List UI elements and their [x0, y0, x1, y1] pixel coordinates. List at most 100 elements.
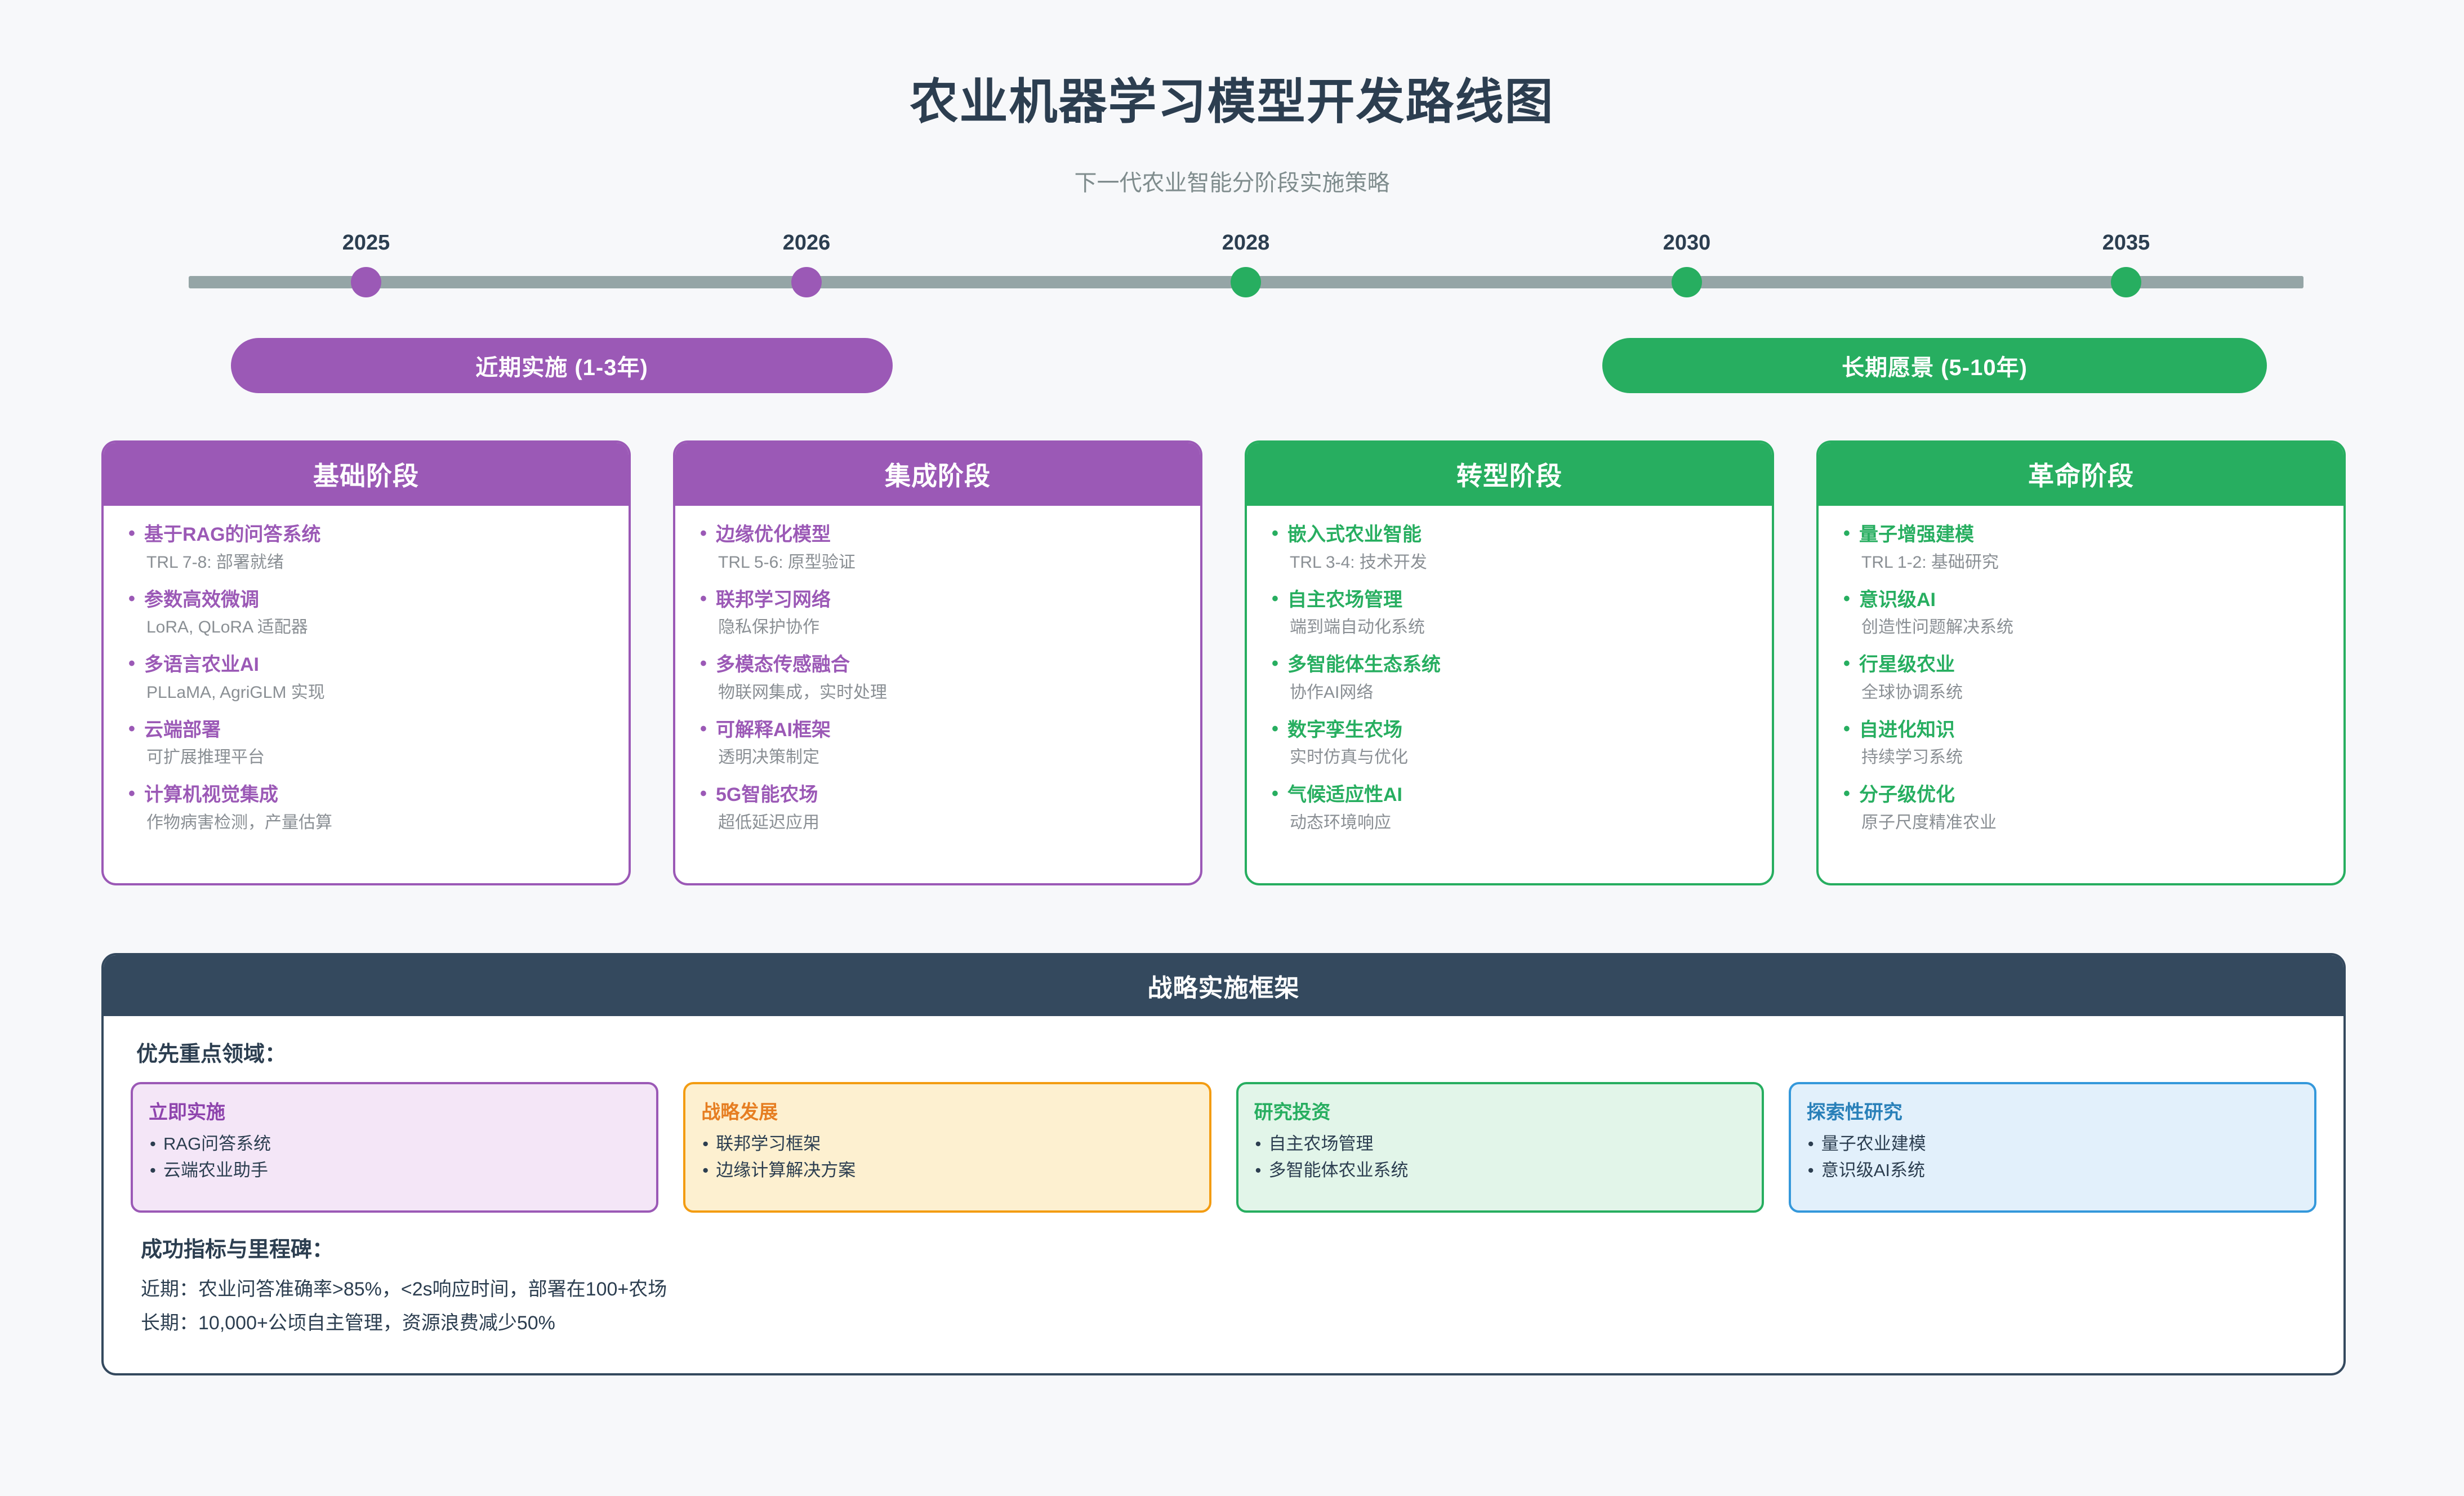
phase-pill[interactable]: 近期实施 (1-3年) — [231, 338, 893, 393]
phase-item-title: 基于RAG的问答系统 — [125, 522, 607, 547]
timeline-marker-dot[interactable] — [791, 267, 822, 297]
priority-box-title: 研究投资 — [1254, 1102, 1331, 1123]
phase-item-subtitle: 端到端自动化系统 — [1290, 618, 1425, 636]
phase-item: 基于RAG的问答系统 TRL 7-8: 部署就绪 — [125, 522, 607, 573]
priority-box-item: 自主农场管理 — [1254, 1131, 1746, 1157]
phase-item-title: 可解释AI框架 — [697, 717, 1179, 742]
phase-item-title: 自进化知识 — [1840, 717, 2322, 742]
phase-item-subtitle: 协作AI网络 — [1290, 683, 1374, 702]
phase-item-title: 多模态传感融合 — [697, 652, 1179, 677]
priority-box-item: RAG问答系统 — [149, 1131, 640, 1157]
phase-item-title: 行星级农业 — [1840, 652, 2322, 677]
metrics-line: 近期：农业问答准确率>85%，<2s响应时间，部署在100+农场 — [141, 1279, 667, 1300]
phase-item: 意识级AI 创造性问题解决系统 — [1840, 587, 2322, 639]
phase-item-title: 分子级优化 — [1840, 782, 2322, 807]
phase-item-title: 云端部署 — [125, 717, 607, 742]
phase-item-subtitle: 全球协调系统 — [1861, 683, 1963, 702]
phase-card-title: 转型阶段 — [1247, 443, 1772, 506]
phase-item-title: 边缘优化模型 — [697, 522, 1179, 547]
phase-item-title: 自主农场管理 — [1268, 587, 1750, 612]
phase-item-title: 多智能体生态系统 — [1268, 652, 1750, 677]
timeline-year-label: 2035 — [2102, 231, 2150, 255]
phase-item-title: 量子增强建模 — [1840, 522, 2322, 547]
phase-item-subtitle: PLLaMA, AgriGLM 实现 — [146, 683, 325, 702]
timeline-marker-dot[interactable] — [1672, 267, 1702, 297]
phase-item-title: 计算机视觉集成 — [125, 782, 607, 807]
phase-item-title: 5G智能农场 — [697, 782, 1179, 807]
phase-card[interactable]: 革命阶段量子增强建模 TRL 1-2: 基础研究意识级AI 创造性问题解决系统行星级… — [1816, 440, 2346, 885]
strategic-framework-panel: 战略实施框架 优先重点领域： 立即实施RAG问答系统云端农业助手战略发展联邦学习… — [101, 953, 2346, 1375]
phase-item-title: 多语言农业AI — [125, 652, 607, 677]
metrics-line: 长期：10,000+公顷自主管理，资源浪费减少50% — [141, 1312, 555, 1334]
phase-item-title: 气候适应性AI — [1268, 782, 1750, 807]
phase-item-title: 意识级AI — [1840, 587, 2322, 612]
phase-item: 量子增强建模 TRL 1-2: 基础研究 — [1840, 522, 2322, 573]
phase-item-subtitle: 创造性问题解决系统 — [1861, 618, 2013, 636]
phase-item-subtitle: TRL 1-2: 基础研究 — [1861, 553, 1999, 572]
priority-box-title: 立即实施 — [149, 1102, 225, 1123]
phase-card-title: 基础阶段 — [104, 443, 629, 506]
timeline-year-label: 2028 — [1222, 231, 1270, 255]
priority-box-item: 量子农业建模 — [1807, 1131, 2298, 1157]
phase-card-body: 量子增强建模 TRL 1-2: 基础研究意识级AI 创造性问题解决系统行星级农业全球… — [1819, 506, 2343, 834]
phase-item-subtitle: 实时仿真与优化 — [1290, 748, 1408, 767]
timeline-marker-dot[interactable] — [1231, 267, 1261, 297]
priority-box-item: 意识级AI系统 — [1807, 1157, 2298, 1184]
phase-item-subtitle: 透明决策制定 — [718, 748, 819, 767]
phase-item-subtitle: 持续学习系统 — [1861, 748, 1963, 767]
metrics-lines: 近期：农业问答准确率>85%，<2s响应时间，部署在100+农场长期：10,00… — [141, 1273, 2343, 1340]
success-metrics: 成功指标与里程碑： 近期：农业问答准确率>85%，<2s响应时间，部署在100+… — [104, 1213, 2343, 1340]
phase-card-body: 边缘优化模型 TRL 5-6: 原型验证联邦学习网络隐私保护协作多模态传感融合物联… — [675, 506, 1200, 834]
phase-item-subtitle: 可扩展推理平台 — [146, 748, 265, 767]
phase-card-title: 集成阶段 — [675, 443, 1200, 506]
priority-box[interactable]: 立即实施 RAG问答系统云端农业助手 — [131, 1082, 659, 1213]
phase-item-subtitle: 隐私保护协作 — [718, 618, 819, 636]
priority-box-item: 云端农业助手 — [149, 1157, 640, 1184]
phase-card-title: 革命阶段 — [1819, 443, 2343, 506]
priority-box[interactable]: 战略发展联邦学习框架边缘计算解决方案 — [683, 1082, 1211, 1213]
phase-item: 多语言农业AI PLLaMA, AgriGLM 实现 — [125, 652, 607, 704]
phase-item-title: 嵌入式农业智能 — [1268, 522, 1750, 547]
priority-box-item: 联邦学习框架 — [701, 1131, 1193, 1157]
phase-item: 嵌入式农业智能 TRL 3-4: 技术开发 — [1268, 522, 1750, 573]
phase-item-subtitle: 物联网集成，实时处理 — [718, 683, 887, 702]
priority-box[interactable]: 研究投资自主农场管理多智能体农业系统 — [1236, 1082, 1764, 1213]
priority-box-item: 边缘计算解决方案 — [701, 1157, 1193, 1184]
phase-item-title: 参数高效微调 — [125, 587, 607, 612]
phase-item: 参数高效微调 LoRA, QLoRA 适配器 — [125, 587, 607, 639]
phase-item-subtitle: 超低延迟应用 — [718, 813, 819, 832]
phase-card[interactable]: 基础阶段基于RAG的问答系统 TRL 7-8: 部署就绪参数高效微调 LoRA, Q… — [101, 440, 631, 885]
metrics-title: 成功指标与里程碑： — [141, 1238, 334, 1262]
timeline-year-label: 2026 — [782, 231, 831, 255]
phase-item-subtitle: 作物病害检测，产量估算 — [146, 813, 332, 832]
phase-item-subtitle: LoRA, QLoRA 适配器 — [146, 618, 308, 636]
phase-item-subtitle: 原子尺度精准农业 — [1861, 813, 1997, 832]
phase-item-title: 数字孪生农场 — [1268, 717, 1750, 742]
priority-boxes-row: 立即实施RAG问答系统云端农业助手战略发展联邦学习框架边缘计算解决方案研究投资自… — [104, 1067, 2343, 1213]
timeline-year-label: 2030 — [1663, 231, 1711, 255]
timeline-marker-dot[interactable] — [351, 267, 381, 297]
page-subtitle: 下一代农业智能分阶段实施策略 — [1074, 171, 1390, 195]
timeline-year-label: 2025 — [342, 231, 390, 255]
phase-item-subtitle: TRL 3-4: 技术开发 — [1290, 553, 1427, 572]
phase-card[interactable]: 转型阶段嵌入式农业智能 TRL 3-4: 技术开发自主农场管理端到端自动化系统多智… — [1245, 440, 1774, 885]
phase-card-body: 基于RAG的问答系统 TRL 7-8: 部署就绪参数高效微调 LoRA, QLoRA… — [104, 506, 629, 834]
phase-pill[interactable]: 长期愿景 (5-10年) — [1602, 338, 2267, 393]
phase-card[interactable]: 集成阶段边缘优化模型TRL 5-6: 原型验证联邦学习网络隐私保护协作多模态传感… — [673, 440, 1202, 885]
priority-box[interactable]: 探索性研究量子农业建模意识级AI系统 — [1788, 1082, 2316, 1213]
priority-box-title: 战略发展 — [701, 1102, 778, 1123]
phase-item-subtitle: TRL 7-8: 部署就绪 — [146, 553, 284, 572]
timeline-marker-dot[interactable] — [2111, 267, 2141, 297]
priority-box-item: 多智能体农业系统 — [1254, 1157, 1746, 1184]
phase-item-subtitle: TRL 5-6: 原型验证 — [718, 553, 856, 572]
priority-box-title: 探索性研究 — [1806, 1102, 1902, 1123]
